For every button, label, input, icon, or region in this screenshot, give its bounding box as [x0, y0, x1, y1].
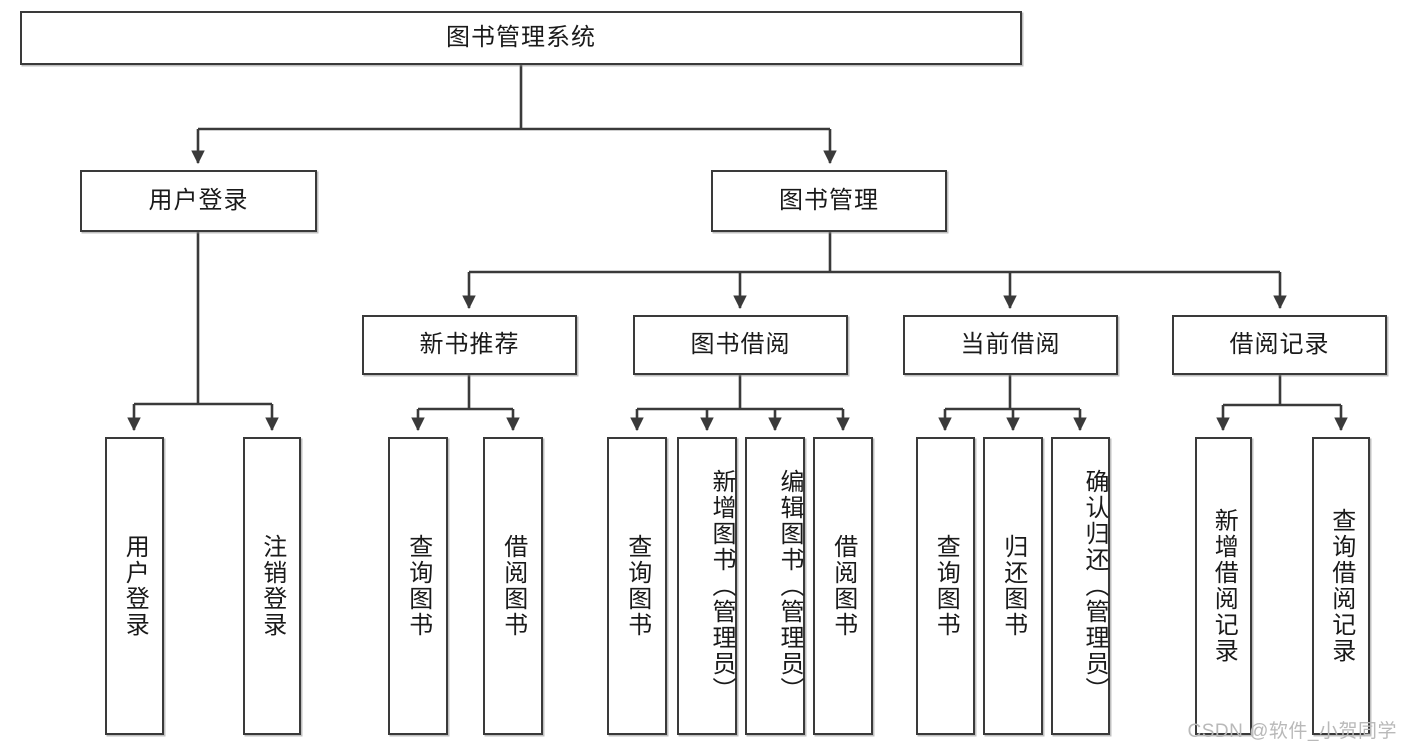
node-current-borrow-label: 当前借阅: [960, 330, 1061, 358]
node-leaf-borrow-book-1[interactable]: 借阅图书: [483, 437, 543, 735]
node-leaf-return-book-label: 归还图书: [999, 534, 1027, 638]
node-book-manage[interactable]: 图书管理: [711, 170, 947, 232]
node-root[interactable]: 图书管理系统: [20, 11, 1022, 65]
node-leaf-confirm-return-label: 确认归还（管理员）: [1081, 469, 1108, 703]
node-user-login[interactable]: 用户登录: [80, 170, 317, 232]
csdn-watermark: CSDN @软件_小贺同学: [1187, 721, 1397, 742]
node-user-login-label: 用户登录: [148, 186, 249, 214]
node-leaf-borrow-book-1-label: 借阅图书: [499, 534, 527, 638]
node-current-borrow[interactable]: 当前借阅: [903, 315, 1118, 375]
node-leaf-borrow-book-2[interactable]: 借阅图书: [813, 437, 873, 735]
node-leaf-query-book-1-label: 查询图书: [404, 534, 432, 638]
node-borrow-record[interactable]: 借阅记录: [1172, 315, 1387, 375]
node-leaf-borrow-book-2-label: 借阅图书: [829, 534, 857, 638]
node-new-book-rec[interactable]: 新书推荐: [362, 315, 577, 375]
node-root-label: 图书管理系统: [446, 23, 596, 51]
node-leaf-query-book-3[interactable]: 查询图书: [916, 437, 975, 735]
node-new-book-rec-label: 新书推荐: [419, 330, 520, 358]
node-leaf-logout[interactable]: 注销登录: [243, 437, 301, 735]
node-leaf-add-record[interactable]: 新增借阅记录: [1195, 437, 1252, 735]
node-leaf-edit-book-label: 编辑图书（管理员）: [776, 469, 803, 703]
node-leaf-edit-book[interactable]: 编辑图书（管理员）: [745, 437, 805, 735]
node-borrow-record-label: 借阅记录: [1229, 330, 1330, 358]
node-leaf-add-book-label: 新增图书（管理员）: [708, 469, 735, 703]
node-leaf-query-book-2[interactable]: 查询图书: [607, 437, 667, 735]
node-leaf-query-record[interactable]: 查询借阅记录: [1312, 437, 1370, 735]
node-book-manage-label: 图书管理: [779, 186, 879, 214]
node-leaf-query-book-1[interactable]: 查询图书: [388, 437, 448, 735]
node-leaf-query-book-2-label: 查询图书: [623, 534, 651, 638]
node-leaf-query-book-3-label: 查询图书: [932, 534, 960, 638]
node-book-borrow[interactable]: 图书借阅: [633, 315, 848, 375]
node-leaf-confirm-return[interactable]: 确认归还（管理员）: [1051, 437, 1110, 735]
node-leaf-add-book[interactable]: 新增图书（管理员）: [677, 437, 737, 735]
node-leaf-logout-label: 注销登录: [258, 534, 286, 638]
node-leaf-user-login-label: 用户登录: [121, 534, 149, 638]
node-leaf-return-book[interactable]: 归还图书: [983, 437, 1043, 735]
node-leaf-add-record-label: 新增借阅记录: [1210, 508, 1238, 664]
node-leaf-user-login[interactable]: 用户登录: [105, 437, 164, 735]
node-book-borrow-label: 图书借阅: [690, 330, 791, 358]
node-leaf-query-record-label: 查询借阅记录: [1327, 508, 1355, 664]
